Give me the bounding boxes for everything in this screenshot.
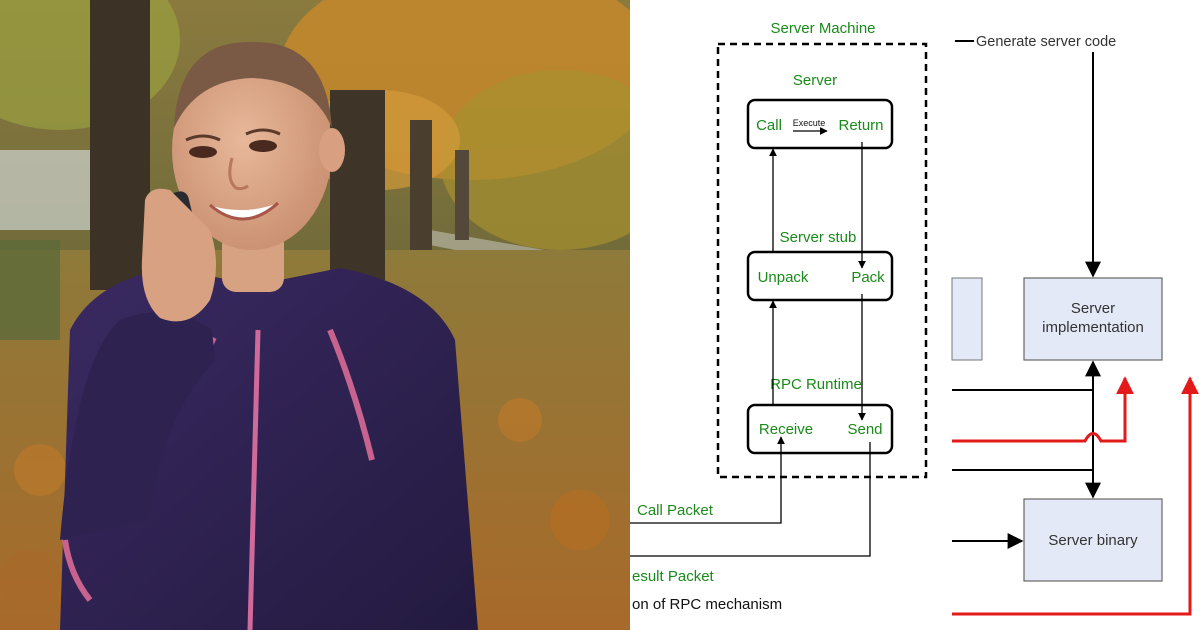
server-implementation-box [1023,277,1163,361]
partial-box [951,277,983,361]
rpc-runtime-title: RPC Runtime [770,376,862,393]
call-packet-arrow [630,436,785,524]
send-label: Send [847,421,882,438]
server-stub-box [746,250,894,302]
server-title: Server [793,72,837,89]
server-stub-title: Server stub [780,229,857,246]
receive-label: Receive [759,421,813,438]
woman-on-phone-photo [0,0,630,630]
server-binary-box [1023,498,1163,582]
execute-label: Execute [793,118,826,128]
pack-label: Pack [851,269,885,286]
server-implementation-line2: implementation [1042,319,1144,336]
call-packet-label: Call Packet [637,502,714,519]
server-implementation-line1: Server [1071,300,1115,317]
server-binary-label: Server binary [1048,532,1138,549]
server-box [746,98,894,150]
red-feedback-line [952,376,1134,443]
return-label: Return [838,117,883,134]
red-outer-line [952,376,1199,616]
server-machine-label: Server Machine [770,20,875,37]
figure-caption: on of RPC mechanism [632,596,782,613]
rpc-server-diagram: Server Machine Generate server code Serv… [630,20,1199,616]
result-packet-line [630,442,871,557]
unpack-label: Unpack [758,269,809,286]
server-machine-boundary [716,42,928,479]
generate-server-code-label: Generate server code [976,34,1116,50]
call-label: Call [756,117,782,134]
result-packet-label: esult Packet [632,568,715,585]
